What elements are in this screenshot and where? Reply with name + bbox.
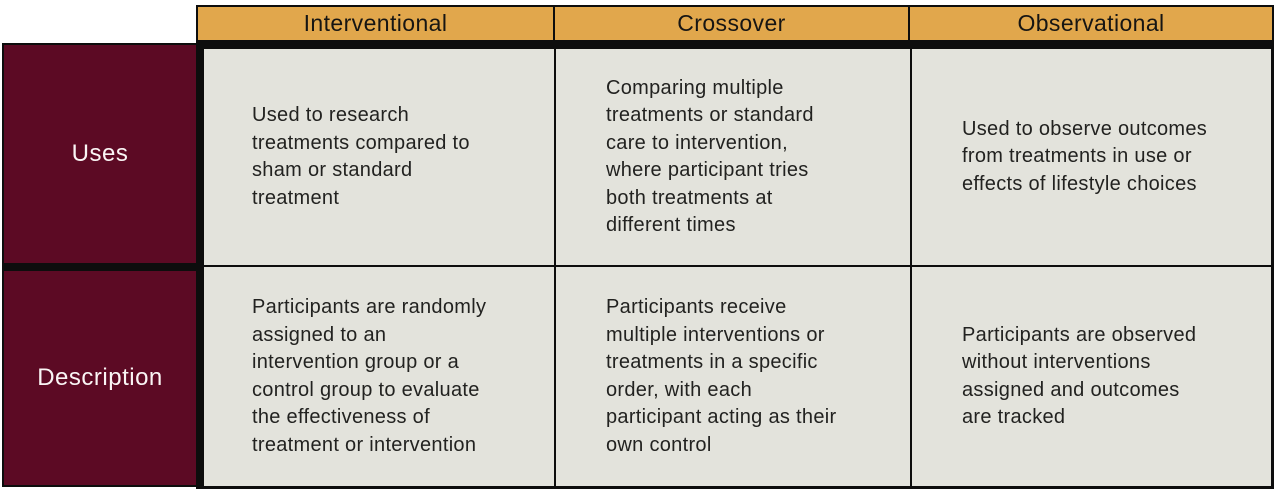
cell-uses-crossover: Comparing multiple treatments or standar… bbox=[556, 49, 910, 265]
cell-description-observational: Participants are observed without interv… bbox=[912, 267, 1271, 486]
column-header-label: Interventional bbox=[303, 10, 448, 36]
cell-text: Participants are observed without interv… bbox=[962, 323, 1197, 429]
row-header-uses: Uses bbox=[4, 45, 196, 263]
column-header-label: Crossover bbox=[677, 10, 786, 36]
cell-description-crossover: Participants receive multiple interventi… bbox=[556, 267, 910, 486]
column-header-row: Interventional Crossover Observational bbox=[196, 5, 1274, 42]
table-body-grid: Used to research treatments compared to … bbox=[204, 49, 1271, 486]
cell-text: Comparing multiple treatments or standar… bbox=[606, 76, 814, 237]
column-header-interventional: Interventional bbox=[198, 7, 553, 40]
row-header-label: Description bbox=[37, 364, 163, 391]
column-header-observational: Observational bbox=[910, 7, 1272, 40]
cell-text: Used to research treatments compared to … bbox=[252, 104, 470, 209]
cell-text: Participants receive multiple interventi… bbox=[606, 296, 837, 456]
row-header-description: Description bbox=[4, 271, 196, 485]
column-header-label: Observational bbox=[1017, 10, 1165, 36]
cell-description-interventional: Participants are randomly assigned to an… bbox=[204, 267, 554, 486]
cell-text: Used to observe outcomes from treatments… bbox=[962, 117, 1208, 195]
table-body: Used to research treatments compared to … bbox=[196, 42, 1274, 489]
cell-uses-observational: Used to observe outcomes from treatments… bbox=[912, 49, 1271, 265]
row-header-column: Uses Description bbox=[2, 43, 196, 487]
cell-text: Participants are randomly assigned to an… bbox=[252, 296, 487, 456]
cell-uses-interventional: Used to research treatments compared to … bbox=[204, 49, 554, 265]
row-header-label: Uses bbox=[71, 140, 129, 167]
column-header-crossover: Crossover bbox=[555, 7, 908, 40]
